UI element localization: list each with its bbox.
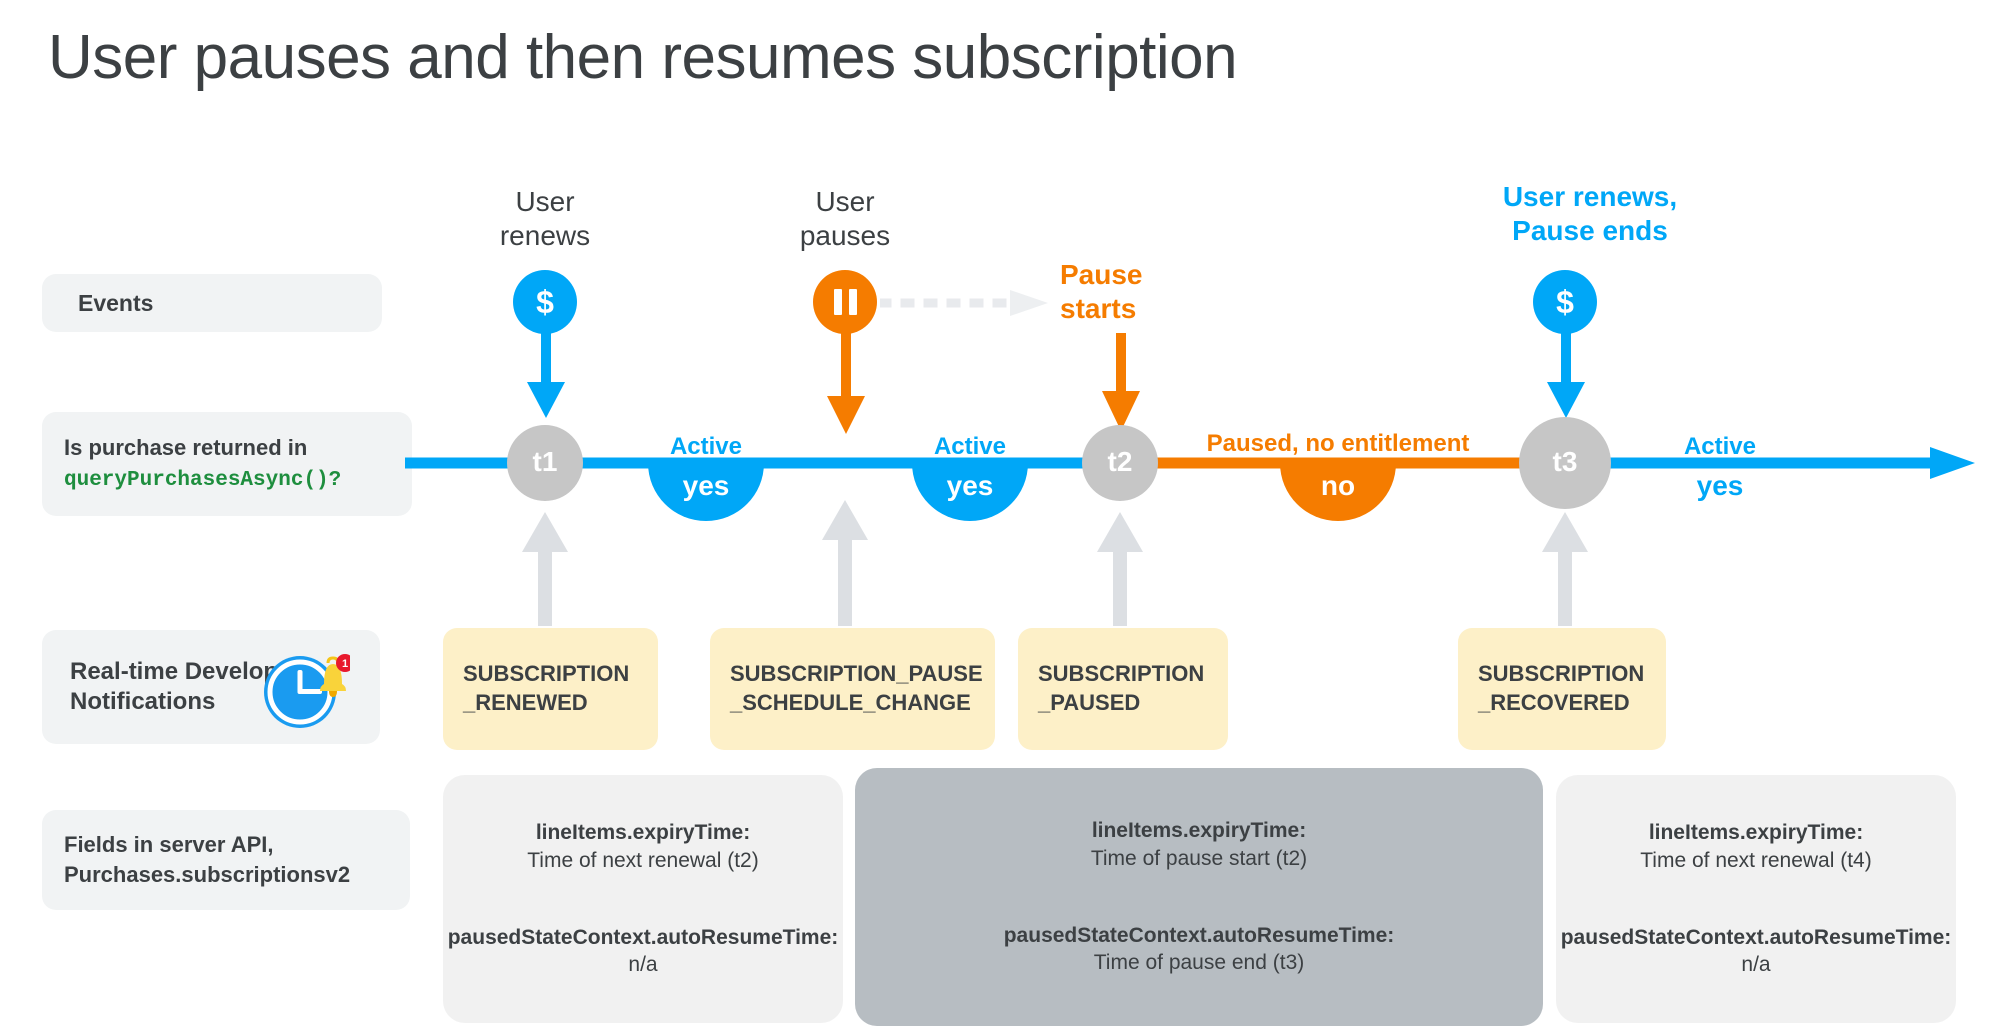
row-label-fields-in-server-api: Fields in server API, Purchases.subscrip… bbox=[42, 810, 410, 910]
rtdn-card-subscription-paused[interactable]: SUBSCRIPTION _PAUSED bbox=[1018, 628, 1228, 750]
arrow-up-rtdn-3-icon bbox=[1097, 512, 1143, 552]
field-key-expiry-time: lineItems.expiryTime: bbox=[1648, 821, 1864, 845]
rtdn-card-subscription-recovered[interactable]: SUBSCRIPTION _RECOVERED bbox=[1458, 628, 1666, 750]
field-value-expiry-time: Time of next renewal (t4) bbox=[1640, 848, 1872, 872]
field-key-auto-resume-time: pausedStateContext.autoResumeTime: bbox=[1560, 926, 1952, 949]
row-label-query-code: queryPurchasesAsync()? bbox=[64, 468, 342, 492]
entitlement-badge-yes-2 bbox=[912, 463, 1028, 521]
arrow-down-event-1-icon bbox=[527, 330, 565, 418]
dollar-sign-icon: $ bbox=[536, 283, 554, 320]
row-label-query-block: Is purchase returned in queryPurchasesAs… bbox=[64, 433, 341, 495]
event-marker-pause[interactable] bbox=[813, 270, 877, 334]
field-key-expiry-time: lineItems.expiryTime: bbox=[535, 821, 751, 845]
timeline-node-t1 bbox=[507, 425, 583, 501]
field-group-expiry-time: lineItems.expiryTime: Time of pause star… bbox=[855, 817, 1543, 872]
field-value-auto-resume-time: Time of pause end (t3) bbox=[1093, 951, 1305, 975]
timeline-end-arrowhead-icon bbox=[1930, 447, 1975, 479]
segment-state-active-3: Active bbox=[1683, 433, 1757, 460]
page-title: User pauses and then resumes subscriptio… bbox=[48, 23, 1238, 92]
rtdn-connector-arrows bbox=[522, 500, 1588, 626]
event-label-user-renews-pause-ends: User renews, Pause ends bbox=[1502, 181, 1678, 246]
segment-entitlement-yes-2: yes bbox=[946, 470, 994, 501]
timeline-node-label-t1: t1 bbox=[532, 446, 558, 477]
row-label-events-text: Events bbox=[78, 289, 154, 316]
field-key-expiry-time: lineItems.expiryTime: bbox=[1091, 819, 1307, 843]
field-key-auto-resume-time: pausedStateContext.autoResumeTime: bbox=[1003, 924, 1395, 947]
row-label-rtdn-text: Real-time Developer Notifications bbox=[70, 657, 301, 715]
field-group-auto-resume-time: pausedStateContext.autoResumeTime: Time … bbox=[855, 922, 1543, 977]
segment-entitlement-no: no bbox=[1320, 470, 1356, 501]
arrow-down-pause-starts-icon bbox=[1102, 333, 1140, 431]
arrow-up-rtdn-1-icon bbox=[522, 512, 568, 552]
field-key-auto-resume-time: pausedStateContext.autoResumeTime: bbox=[447, 926, 839, 949]
field-panel-recovered: lineItems.expiryTime: Time of next renew… bbox=[1556, 775, 1956, 1023]
event-label-user-pauses: User pauses bbox=[799, 186, 891, 251]
field-value-expiry-time: Time of pause start (t2) bbox=[1090, 846, 1308, 870]
row-label-query-purchases: Is purchase returned in queryPurchasesAs… bbox=[42, 412, 412, 516]
segment-state-active-2: Active bbox=[933, 433, 1007, 460]
rtdn-badge-count: 1 bbox=[342, 658, 348, 670]
rtdn-card-subscription-renewed[interactable]: SUBSCRIPTION _RENEWED bbox=[443, 628, 658, 750]
timeline-axis bbox=[405, 417, 1975, 521]
field-panel-paused: lineItems.expiryTime: Time of pause star… bbox=[855, 768, 1543, 1026]
segment-state-paused: Paused, no entitlement bbox=[1206, 430, 1470, 457]
timeline-node-label-t3: t3 bbox=[1552, 446, 1578, 477]
rtdn-card-label: SUBSCRIPTION_PAUSE _SCHEDULE_CHANGE bbox=[730, 661, 983, 715]
timeline-node-t3 bbox=[1519, 417, 1611, 509]
rtdn-card-label: SUBSCRIPTION _RECOVERED bbox=[1478, 661, 1645, 715]
entitlement-badge-no bbox=[1280, 463, 1396, 521]
event-label-pause-starts: Pause starts bbox=[1060, 259, 1143, 324]
dotted-connector-arrow-icon bbox=[880, 290, 1048, 316]
timeline-node-t2 bbox=[1082, 425, 1158, 501]
clock-bell-notification-icon: 1 bbox=[264, 654, 350, 728]
event-marker-dollar-1[interactable]: $ bbox=[513, 270, 577, 334]
arrow-up-rtdn-2-icon bbox=[822, 500, 868, 540]
rtdn-card-label: SUBSCRIPTION _RENEWED bbox=[463, 661, 630, 715]
segment-state-active-1: Active bbox=[669, 433, 743, 460]
field-group-auto-resume-time: pausedStateContext.autoResumeTime: n/a bbox=[1556, 924, 1956, 979]
field-group-expiry-time: lineItems.expiryTime: Time of next renew… bbox=[1556, 819, 1956, 874]
pause-icon bbox=[833, 289, 857, 315]
rtdn-card-subscription-pause-schedule-change[interactable]: SUBSCRIPTION_PAUSE _SCHEDULE_CHANGE bbox=[710, 628, 995, 750]
row-label-fields-text: Fields in server API, Purchases.subscrip… bbox=[64, 832, 351, 887]
event-label-user-renews-1: User renews bbox=[499, 186, 591, 251]
field-value-auto-resume-time: n/a bbox=[1741, 953, 1771, 977]
timeline-node-label-t2: t2 bbox=[1107, 446, 1133, 477]
row-label-events: Events bbox=[42, 274, 382, 332]
entitlement-badge-yes-1 bbox=[648, 463, 764, 521]
field-group-auto-resume-time: pausedStateContext.autoResumeTime: n/a bbox=[443, 924, 843, 979]
segment-entitlement-yes-1: yes bbox=[682, 470, 730, 501]
event-marker-dollar-2[interactable]: $ bbox=[1533, 270, 1597, 334]
arrow-down-event-3-icon bbox=[1547, 330, 1585, 418]
rtdn-card-label: SUBSCRIPTION _PAUSED bbox=[1038, 661, 1205, 715]
arrow-up-rtdn-4-icon bbox=[1542, 512, 1588, 552]
dollar-sign-icon: $ bbox=[1556, 283, 1574, 320]
field-panel-renewed: lineItems.expiryTime: Time of next renew… bbox=[443, 775, 843, 1023]
field-group-expiry-time: lineItems.expiryTime: Time of next renew… bbox=[443, 819, 843, 874]
field-value-auto-resume-time: n/a bbox=[628, 953, 658, 977]
row-label-query-line1: Is purchase returned in bbox=[64, 434, 308, 460]
field-value-expiry-time: Time of next renewal (t2) bbox=[527, 848, 759, 872]
segment-entitlement-yes-3: yes bbox=[1696, 470, 1744, 501]
arrow-down-event-2-icon bbox=[827, 330, 865, 434]
